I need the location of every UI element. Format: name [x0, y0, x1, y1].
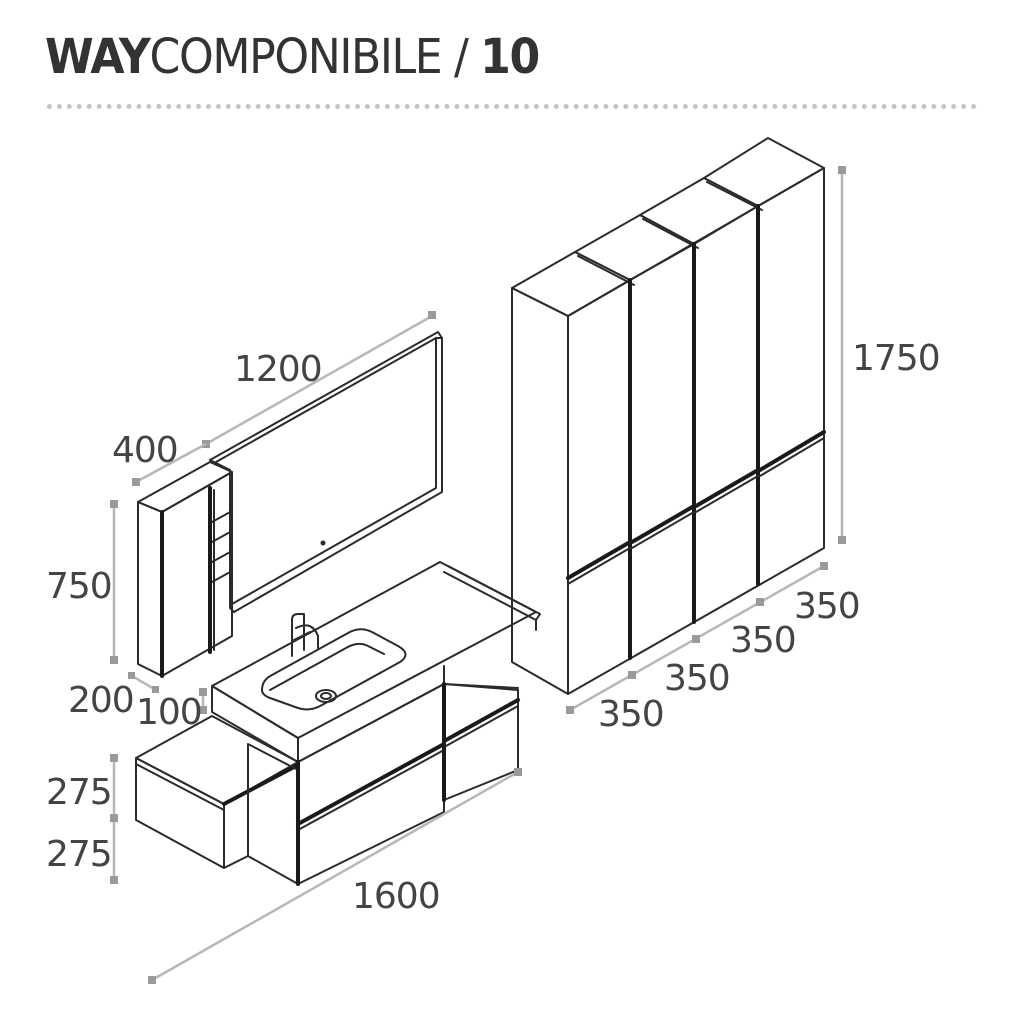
label-drawer-height-top: 275 — [46, 772, 112, 813]
column-top-2 — [574, 214, 695, 281]
dimension-lines — [110, 166, 846, 984]
dim-line-base-width — [151, 770, 519, 982]
label-base-width: 1600 — [352, 876, 440, 917]
column-top-3 — [639, 177, 759, 245]
label-tall-unit-width-1: 350 — [598, 694, 664, 735]
label-wall-unit-depth: 200 — [68, 680, 134, 721]
drawer-side — [247, 743, 299, 885]
label-tall-unit-height: 1750 — [852, 338, 940, 379]
tall-column-units — [511, 137, 826, 695]
dotted-divider — [47, 104, 977, 109]
label-mirror-width: 1200 — [234, 349, 322, 390]
faucet-icon — [291, 613, 305, 657]
wall-cabinet-side — [137, 501, 163, 677]
side-shelf-front — [135, 757, 225, 869]
title-separator: / — [441, 29, 481, 85]
mirror-light-sensor-icon — [320, 540, 326, 546]
model-name: COMPONIBILE — [149, 29, 443, 85]
drawer-handle-groove — [296, 742, 446, 826]
column-side-panel — [511, 287, 569, 695]
page-title: WAYCOMPONIBILE / 10 — [45, 22, 540, 92]
label-tall-unit-width-2: 350 — [664, 658, 730, 699]
label-wall-unit-height: 750 — [46, 566, 112, 607]
mirror-frame — [209, 331, 443, 613]
label-tall-unit-width-3: 350 — [730, 620, 796, 661]
vanity-base — [135, 561, 541, 886]
brand-name: WAY — [45, 29, 151, 85]
handle-groove-1 — [566, 540, 632, 580]
wall-cabinet-front — [161, 471, 233, 677]
label-top-thickness: 100 — [136, 692, 202, 733]
label-drawer-height-bottom: 275 — [46, 834, 112, 875]
dim-line-mirror-width — [205, 314, 433, 446]
dimension-labels: 1200 400 750 200 100 275 275 1600 1750 3… — [46, 338, 941, 917]
mirror — [209, 331, 443, 613]
drawer-body — [297, 683, 519, 885]
label-tall-unit-width-4: 350 — [794, 586, 860, 627]
drain-icon — [315, 689, 337, 703]
handle-groove-4 — [758, 430, 826, 472]
dim-line-wall-unit-width — [135, 442, 207, 484]
wall-cabinet — [137, 461, 233, 678]
model-number: 10 — [480, 29, 540, 85]
sink-bowl — [261, 628, 407, 711]
column-top-4 — [703, 137, 825, 207]
label-wall-unit-width: 400 — [112, 430, 178, 471]
towel-bar — [443, 565, 541, 621]
column-top-1 — [511, 251, 631, 317]
